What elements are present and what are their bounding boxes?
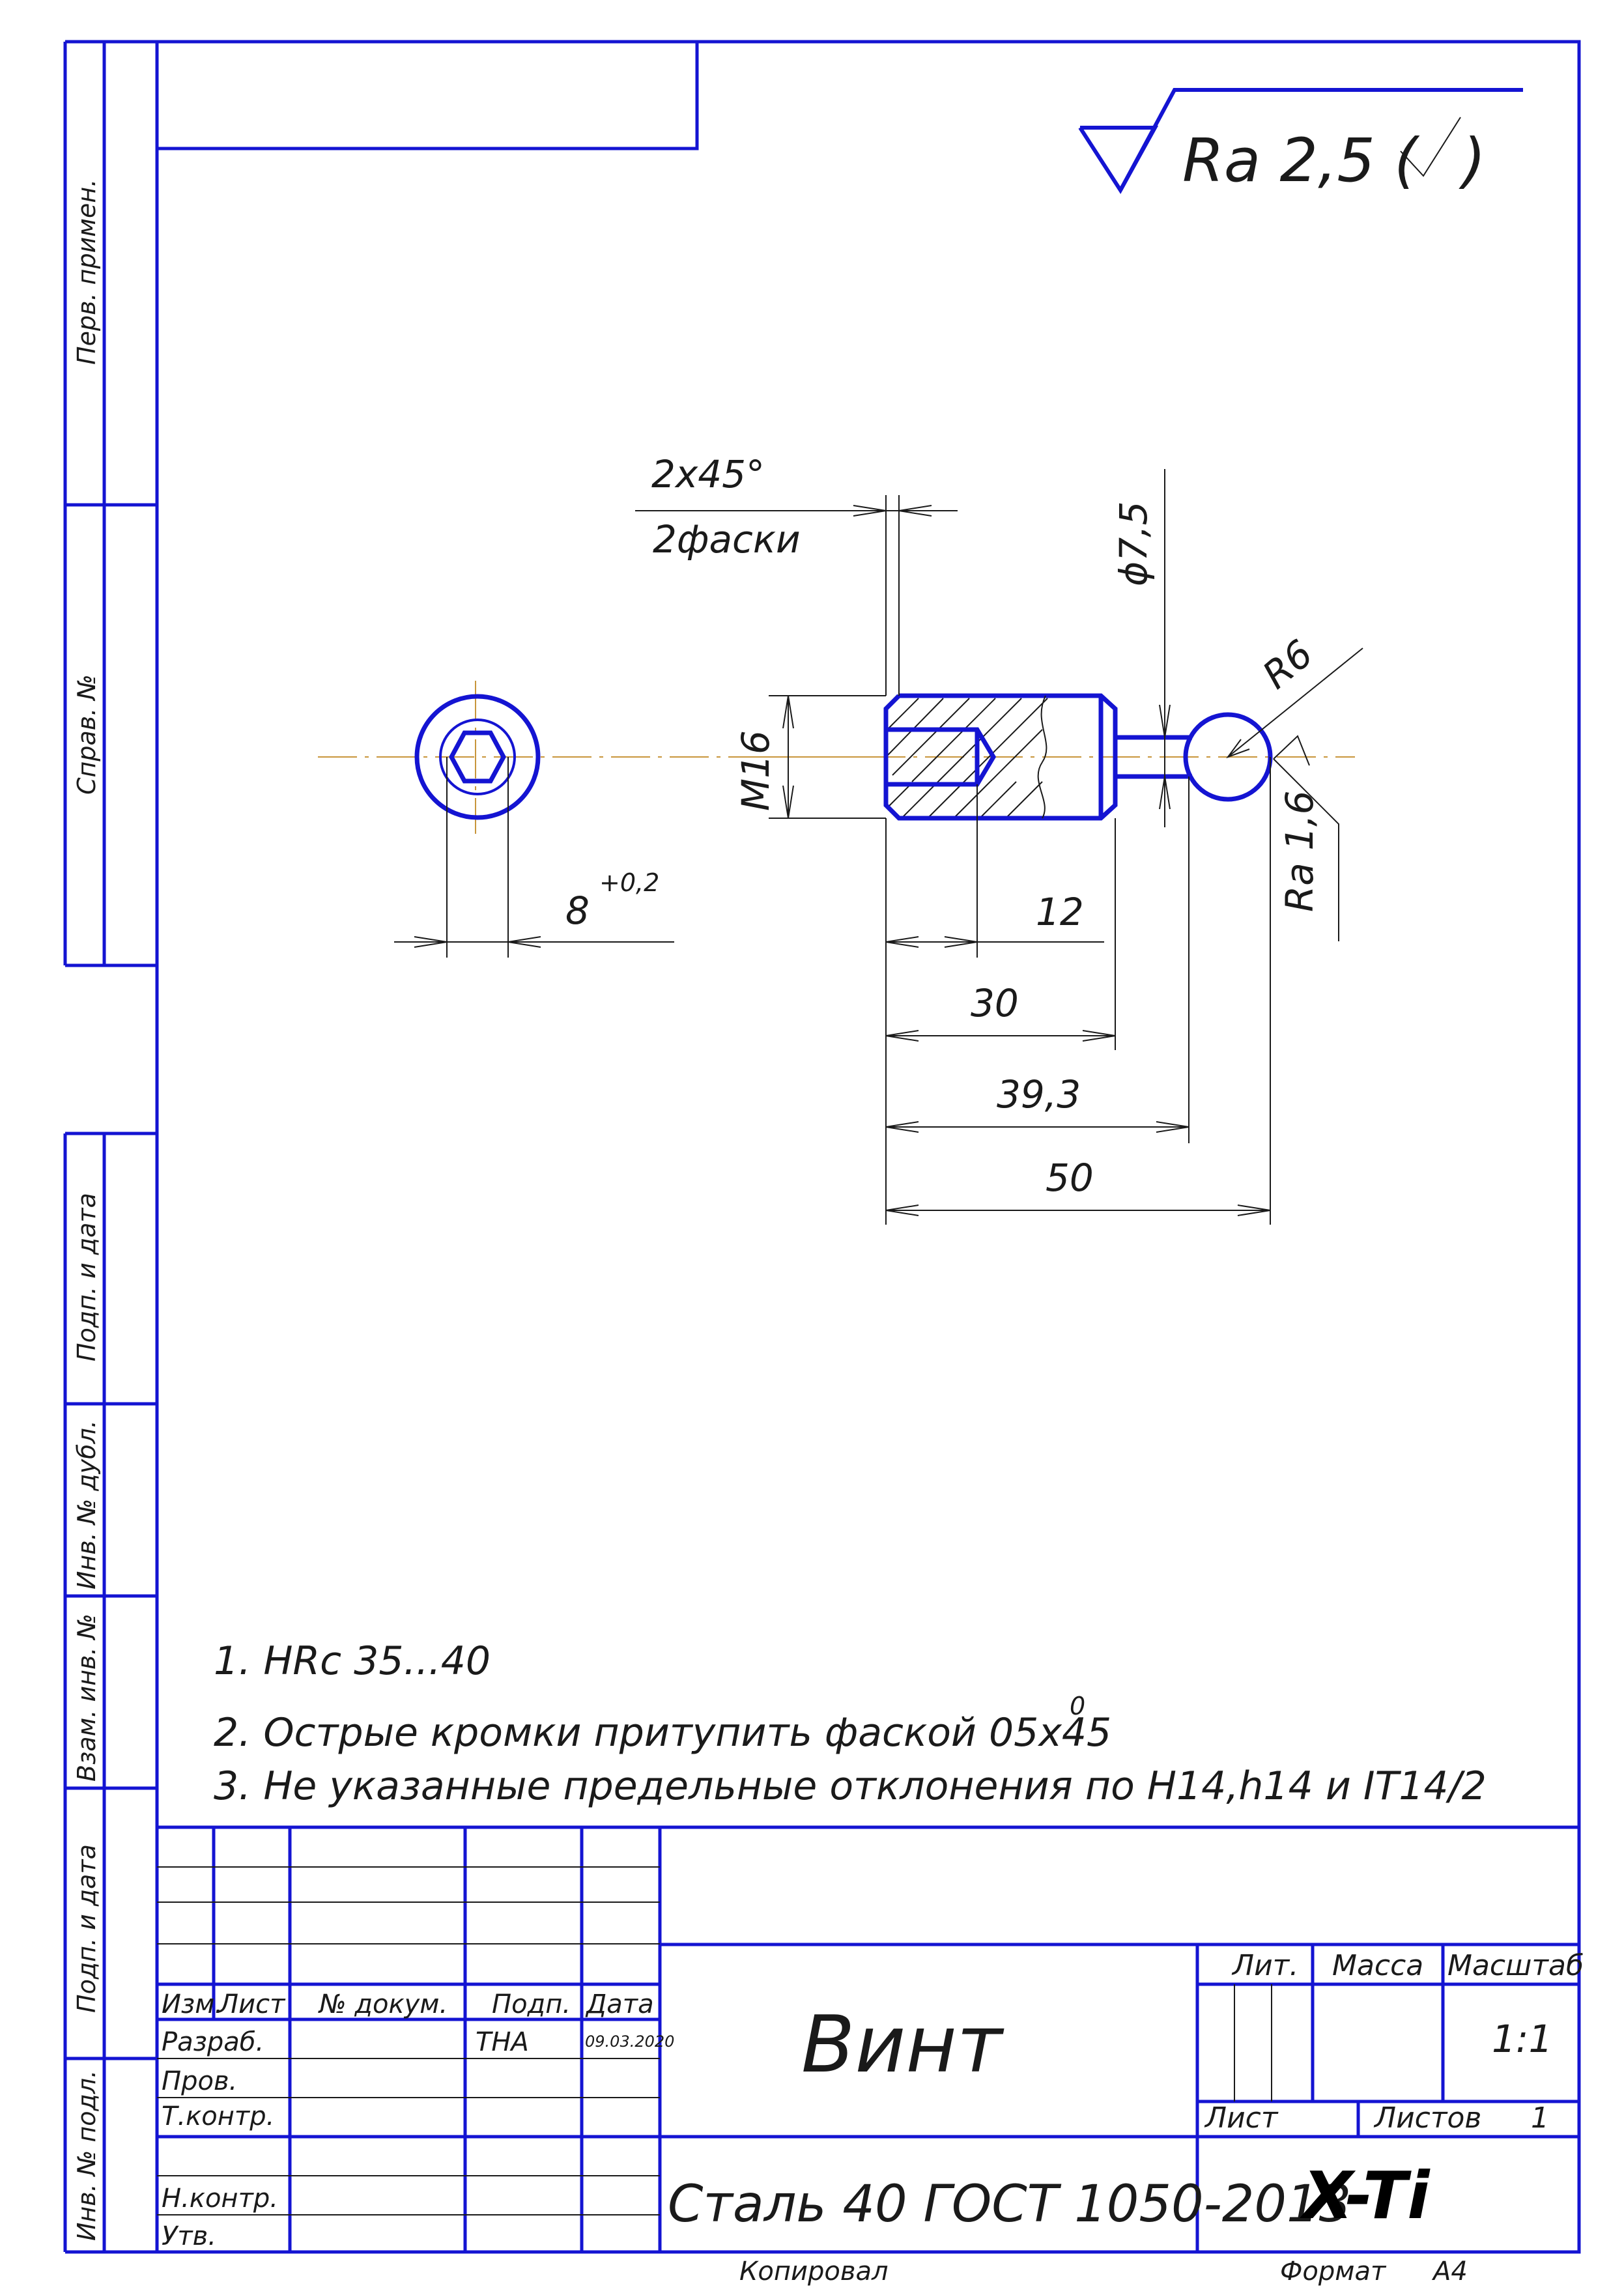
title-block-texts: Изм. Лист № докум. Подп. Дата Разраб. ТН… bbox=[162, 1949, 1584, 2251]
dim-12: 12 bbox=[1036, 890, 1084, 934]
footer-format: Формат bbox=[1280, 2257, 1387, 2286]
note-2: 2. Острые кромки притупить фаской 05x45 bbox=[214, 1710, 1111, 1756]
dim-chamfer-bottom: 2фаски bbox=[653, 517, 801, 562]
footer-kopiroval: Копировал bbox=[739, 2257, 889, 2286]
end-view bbox=[414, 694, 541, 820]
label-podp-data-2: Подп. и дата bbox=[72, 1844, 101, 2013]
tb-izm: Изм. bbox=[162, 1989, 223, 2019]
dim-hex: 8 bbox=[565, 889, 590, 933]
note-2-superscript: 0 bbox=[1070, 1692, 1085, 1720]
tb-razrab: Разраб. bbox=[162, 2027, 264, 2057]
roughness-suffix: ) bbox=[1459, 126, 1486, 195]
tb-utv: Утв. bbox=[162, 2221, 216, 2251]
dimension-texts: 2x45° 2фаски ϕ7,5 R6 M16 8 +0,2 Ra 1,6 1… bbox=[565, 452, 1322, 1200]
tb-razrab-name: ТНА bbox=[476, 2027, 529, 2057]
tb-listov-label: Листов bbox=[1373, 2101, 1481, 2135]
dim-hex-tolerance: +0,2 bbox=[599, 868, 659, 897]
tb-massa: Масса bbox=[1332, 1949, 1423, 1982]
title-block-lines bbox=[157, 1825, 1579, 2252]
tb-lit: Лит. bbox=[1231, 1949, 1298, 1982]
tb-podp: Подп. bbox=[492, 1989, 571, 2019]
tb-no-dokum: № докум. bbox=[318, 1989, 448, 2019]
dim-ra-ball: Ra 1,6 bbox=[1277, 790, 1322, 912]
dim-radius: R6 bbox=[1254, 631, 1321, 698]
tb-list-label: Лист bbox=[1204, 2101, 1279, 2135]
note-1: 1. HRc 35...40 bbox=[214, 1638, 491, 1684]
label-vzam-inv-no: Взам. инв. № bbox=[72, 1614, 101, 1782]
tb-part-name: Винт bbox=[801, 2000, 1004, 2090]
label-perv-primen: Перв. примен. bbox=[72, 179, 101, 365]
technical-notes: 1. HRc 35...40 2. Острые кромки притупит… bbox=[214, 1638, 1487, 1809]
tb-prov: Пров. bbox=[162, 2066, 237, 2096]
tb-razrab-date: 09.03.2020 bbox=[585, 2032, 674, 2051]
footer-format-value: А4 bbox=[1431, 2257, 1468, 2286]
label-inv-no-dubl: Инв. № дубл. bbox=[72, 1420, 101, 1589]
roughness-label: Ra 2,5 ( bbox=[1182, 126, 1420, 195]
label-podp-data-1: Подп. и дата bbox=[72, 1193, 101, 1361]
dim-diameter: ϕ7,5 bbox=[1111, 502, 1156, 587]
tb-nkontr: Н.контр. bbox=[162, 2184, 278, 2214]
center-lines bbox=[318, 681, 1355, 834]
dim-50: 50 bbox=[1046, 1156, 1094, 1200]
note-3: 3. Не указанные предельные отклонения по… bbox=[214, 1763, 1487, 1809]
label-sprav-no: Справ. № bbox=[72, 674, 101, 795]
screw-side-view bbox=[883, 693, 1273, 821]
footer: Копировал Формат А4 bbox=[739, 2257, 1468, 2286]
dim-chamfer-top: 2x45° bbox=[651, 452, 765, 496]
dim-30: 30 bbox=[971, 981, 1019, 1025]
tb-data: Дата bbox=[585, 1989, 654, 2019]
tb-masshtab: Масштаб bbox=[1447, 1949, 1584, 1982]
label-inv-no-podl: Инв. № подл. bbox=[72, 2070, 101, 2241]
dimension-lines bbox=[394, 469, 1363, 1225]
dim-thread: M16 bbox=[734, 730, 778, 811]
tb-listov-value: 1 bbox=[1531, 2101, 1549, 2135]
tb-material: Сталь 40 ГОСТ 1050-2013 bbox=[668, 2175, 1351, 2234]
tb-scale-value: 1:1 bbox=[1492, 2017, 1552, 2061]
sheet-frame bbox=[63, 40, 1581, 2254]
tb-tkontr: Т.контр. bbox=[162, 2101, 274, 2131]
dim-39-3: 39,3 bbox=[997, 1072, 1081, 1117]
title-block-thin-lines bbox=[157, 1866, 1272, 2215]
tb-company: X-Ti bbox=[1299, 2158, 1431, 2234]
tb-list: Лист bbox=[218, 1989, 286, 2019]
side-labels: Перв. примен. Справ. № Подп. и дата Инв.… bbox=[72, 179, 101, 2241]
roughness-symbol: Ra 2,5 ( ) bbox=[1078, 88, 1523, 195]
